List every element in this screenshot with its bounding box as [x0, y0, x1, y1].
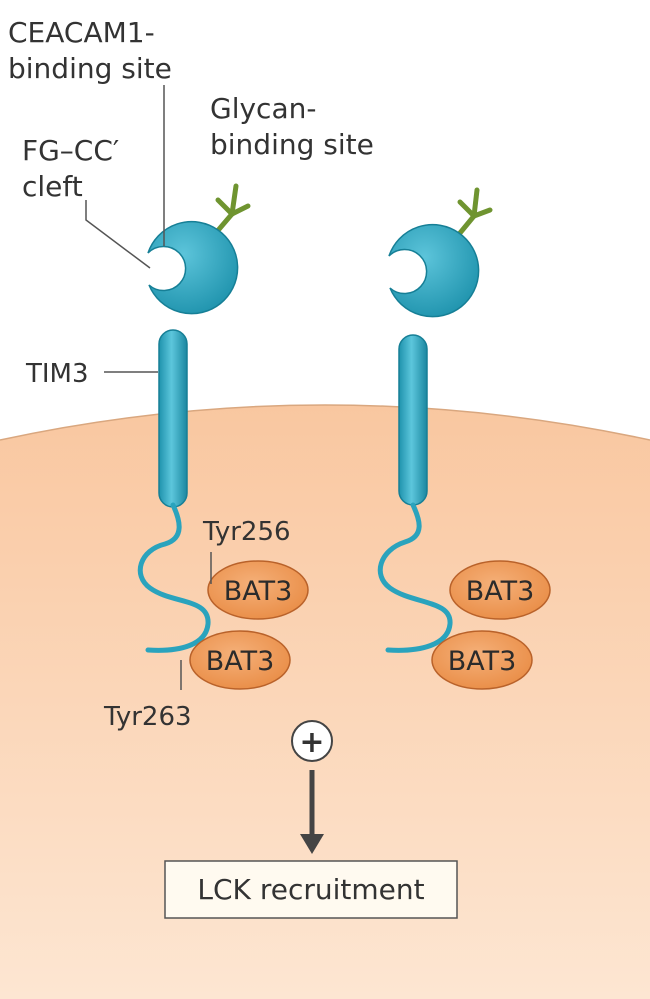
bat3-left-lower: BAT3	[189, 630, 291, 690]
leader-lines	[85, 85, 212, 690]
bat3-label: BAT3	[206, 646, 275, 677]
bat3-label: BAT3	[466, 576, 535, 607]
fgcc-label-line2: cleft	[22, 170, 83, 203]
fgcc-leader	[85, 200, 151, 269]
cytoplasmic-tail-right	[377, 502, 453, 653]
bat3-right-lower: BAT3	[431, 630, 533, 690]
plasma-membrane	[0, 404, 650, 441]
tim3-label: TIM3	[25, 359, 89, 389]
igv-domain-right	[388, 223, 480, 318]
ceacam1-label-line1: CEACAM1-	[8, 16, 155, 49]
bat3-label: BAT3	[224, 576, 293, 607]
svg-text:+: +	[299, 725, 324, 760]
bat3-left-upper: BAT3	[207, 560, 309, 620]
tim3-stalk-left	[158, 329, 188, 508]
tyr256-label: Tyr256	[202, 517, 291, 547]
ceacam1-label-line2: binding site	[8, 52, 172, 85]
activation-plus: +	[291, 720, 333, 762]
glycan-label-line1: Glycan-	[210, 92, 316, 125]
tyr263-label: Tyr263	[103, 702, 192, 732]
igv-domain-left	[147, 220, 239, 315]
cell-cytoplasm	[0, 405, 650, 999]
lck-recruitment-label: LCK recruitment	[197, 873, 424, 906]
arrow-down	[300, 770, 324, 854]
bat3-label: BAT3	[448, 646, 517, 677]
cytoplasmic-tail-left	[137, 502, 211, 653]
fgcc-label-line1: FG–CC′	[22, 134, 119, 167]
tim3-left	[137, 183, 251, 653]
glycan-label-line2: binding site	[210, 128, 374, 161]
tim3-stalk-right	[398, 334, 428, 506]
lck-recruitment-box: LCK recruitment	[164, 860, 458, 919]
tim3-right	[377, 187, 493, 653]
bat3-right-upper: BAT3	[449, 560, 551, 620]
